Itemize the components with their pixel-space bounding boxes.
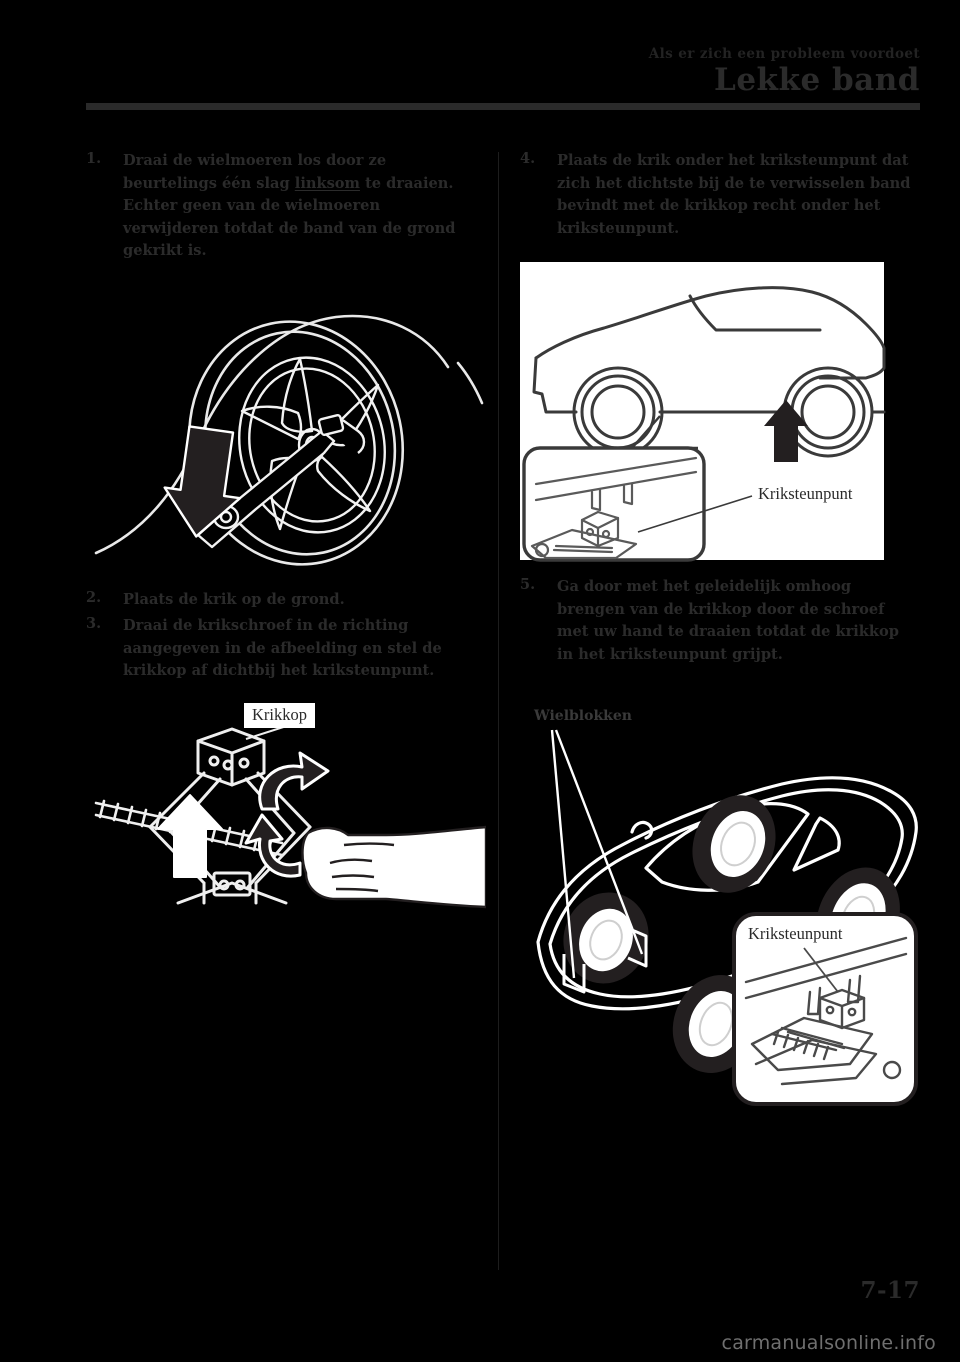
car-side-view-figure: Kriksteunpunt [520,262,915,562]
wheel-lug-wrench-illustration [94,314,484,566]
column-divider [498,152,499,1270]
step-text: Plaats de krik onder het kriksteunpunt d… [557,152,911,237]
right-column: 4. Plaats de krik onder het kriksteunpun… [520,150,918,1122]
wheel-chocks [562,928,648,994]
up-arrow [157,793,223,878]
rotation-arrows [244,751,330,878]
car-isometric-figure: Wielblokken Kriksteunpunt [520,692,918,1122]
step-number: 4. [520,150,536,167]
step-number: 1. [86,150,102,167]
page-header: Als er zich een probleem voordoet Lekke … [0,0,960,118]
down-arrow [163,424,242,538]
step-number: 2. [86,588,102,606]
header-rule [86,103,920,110]
step-item-4: 4. Plaats de krik onder het kriksteunpun… [520,150,915,240]
step-item-1: 1. Draai de wielmoeren los door ze beurt… [86,150,481,263]
step-text: Plaats de krik op de grond. [123,590,345,608]
page-number: 7-17 [860,1277,920,1304]
wielblokken-label: Wielblokken [534,708,632,724]
page-title: Lekke band [714,62,920,98]
car-isometric-wheelchocks-illustration [536,729,918,1106]
jackpoint-arrow [764,400,808,462]
step-number: 3. [86,615,102,632]
kriksteunpunt-label-iso: Kriksteunpunt [748,924,843,943]
jackpoint-leader-line [637,495,753,533]
lug-wrench [196,413,366,548]
car-side-view-jackpoint-illustration [520,262,886,562]
step-item-5: 5. Ga door met het geleidelijk omhoog br… [520,576,915,666]
krikkop-label: Krikkop [244,702,315,728]
step-text-before: Draai de wielmoeren los door ze beurteli… [123,152,387,192]
scissor-jack-hand-illustration [94,721,486,908]
wielblokken-leader-lines [550,729,644,979]
kriksteunpunt-leader-line [803,947,839,993]
step-text-underlined: linksom [294,174,360,192]
step-text-after: te draaien. Echter geen van de wielmoere… [123,174,456,260]
left-column: 1. Draai de wielmoeren los door ze beurt… [86,150,486,947]
watermark: carmanualsonline.info [721,1332,936,1354]
jackpoint-detail-callout-iso [732,912,918,1106]
step-text: Draai de krikschroef in de richting aang… [123,617,442,679]
step-text: Ga door met het geleidelijk omhoog breng… [557,578,899,663]
step-number: 5. [520,576,536,593]
jackpoint-detail-callout [522,446,706,562]
scissor-jack-figure: Krikkop [86,702,486,947]
step-text: Draai de wielmoeren los door ze beurteli… [123,150,481,263]
wheel-lug-wrench-figure [86,281,484,581]
header-section-label: Als er zich een probleem voordoet [648,46,920,62]
step-item-2: 2. Plaats de krik op de grond. [86,589,481,612]
hand [301,825,486,908]
kriksteunpunt-label: Kriksteunpunt [758,484,853,503]
step-item-3: 3. Draai de krikschroef in de richting a… [86,615,481,683]
